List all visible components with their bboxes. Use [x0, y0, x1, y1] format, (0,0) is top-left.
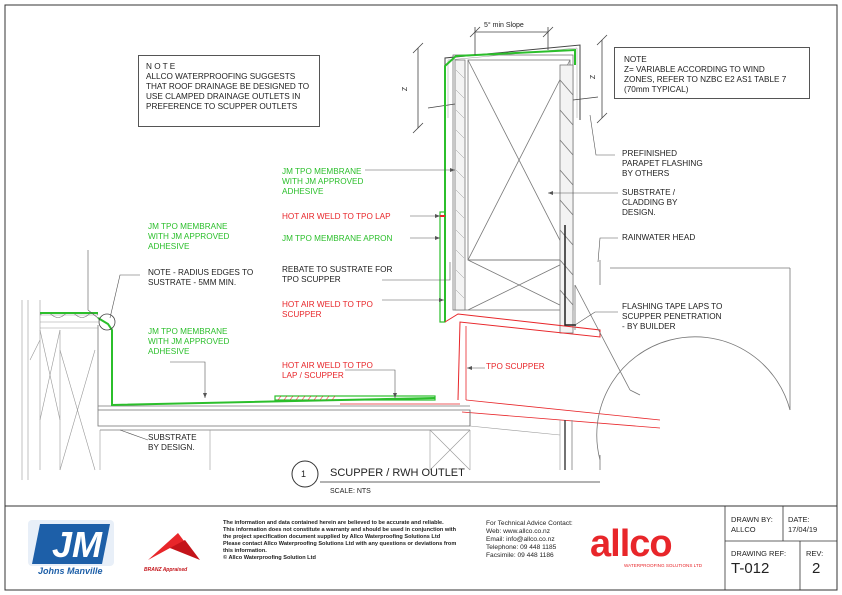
label-rebate: REBATE TO SUSTRATE FOR TPO SCUPPER	[282, 265, 393, 284]
contact-info: For Technical Advice Contact: Web: www.a…	[486, 520, 573, 559]
jm-logo-text: JM	[52, 524, 103, 565]
label-tpo-scupper: TPO SCUPPER	[486, 362, 545, 371]
rainwater-head	[574, 260, 791, 470]
z-label-left: Z	[402, 86, 410, 92]
parapet-membrane	[444, 48, 576, 322]
allco-tagline: WATERPROOFING SOLUTIONS LTD	[624, 563, 703, 568]
label-rainwater-head: RAINWATER HEAD	[622, 233, 696, 242]
drawing-ref: T-012	[731, 560, 770, 577]
label-radius-note: NOTE - RADIUS EDGES TO SUSTRATE - 5MM MI…	[148, 268, 254, 287]
jm-name: Johns Manville	[38, 566, 103, 576]
label-substrate-cladding: SUBSTRATE / CLADDING BY DESIGN.	[622, 188, 678, 217]
branz-text: BRANZ Appraised	[144, 567, 188, 573]
sheet-border	[4, 4, 838, 591]
detail-number-circle	[291, 460, 319, 488]
detail-scale: SCALE: NTS	[330, 488, 371, 495]
date-label: DATE:	[788, 515, 810, 524]
drawn-by: ALLCO	[731, 525, 756, 534]
roof-membrane	[97, 317, 436, 407]
z-label-right: Z	[590, 74, 598, 80]
allco-logo-text: allco	[590, 523, 673, 565]
jm-logo-icon	[28, 520, 114, 566]
label-substrate-bottom: SUBSTRATE BY DESIGN.	[148, 433, 197, 452]
allco-note: N O T E ALLCO WATERPROOFING SUGGESTS THA…	[146, 62, 310, 111]
allco-note-box	[138, 55, 320, 127]
fixings	[427, 96, 599, 109]
structure-left	[21, 300, 98, 480]
structure-below	[99, 420, 561, 471]
z-dimension-right	[596, 34, 608, 124]
rev-label: REV:	[806, 549, 824, 558]
label-weld-scupper: HOT AIR WELD TO TPO SCUPPER	[282, 300, 373, 319]
wind-note-box	[614, 47, 810, 99]
disclaimer: The information and data contained herei…	[223, 520, 457, 561]
weld-lap-strip	[274, 395, 436, 401]
parapet	[452, 54, 574, 334]
membrane-apron	[439, 211, 446, 323]
detail-number: 1	[301, 469, 307, 479]
slope-label: 5° min Slope	[484, 22, 524, 29]
label-membrane-apron: JM TPO MEMBRANE APRON	[282, 234, 393, 243]
label-membrane-roof: JM TPO MEMBRANE WITH JM APPROVED ADHESIV…	[148, 327, 230, 356]
rev: 2	[812, 560, 821, 577]
roof-deck	[97, 325, 471, 431]
label-flashing: PREFINISHED PARAPET FLASHING BY OTHERS	[622, 149, 703, 178]
date: 17/04/19	[788, 525, 818, 534]
substrate-hatch	[455, 69, 465, 299]
label-weld-lap-scupper: HOT AIR WELD TO TPO LAP / SCUPPER	[282, 361, 373, 380]
title-block-lines	[724, 506, 837, 590]
label-membrane-left: JM TPO MEMBRANE WITH JM APPROVED ADHESIV…	[148, 222, 230, 251]
branz-logo-icon	[148, 533, 200, 560]
label-membrane-parapet: JM TPO MEMBRANE WITH JM APPROVED ADHESIV…	[282, 167, 364, 196]
flashing-tape	[564, 225, 576, 326]
slope-dimension	[469, 26, 554, 55]
wind-note: NOTE Z= VARIABLE ACCORDING TO WIND ZONES…	[624, 55, 787, 94]
label-weld-lap: HOT AIR WELD TO TPO LAP	[282, 212, 391, 221]
label-flashing-tape: FLASHING TAPE LAPS TO SCUPPER PENETRATIO…	[622, 302, 723, 331]
tpo-scupper	[444, 313, 601, 401]
drawing-ref-label: DRAWING REF:	[731, 549, 787, 558]
z-dimension-left	[412, 42, 424, 134]
detail-title: SCUPPER / RWH OUTLET	[330, 467, 465, 479]
drawn-by-label: DRAWN BY:	[731, 515, 773, 524]
radius-edge-marker	[98, 313, 116, 331]
leader-lines	[87, 114, 618, 441]
